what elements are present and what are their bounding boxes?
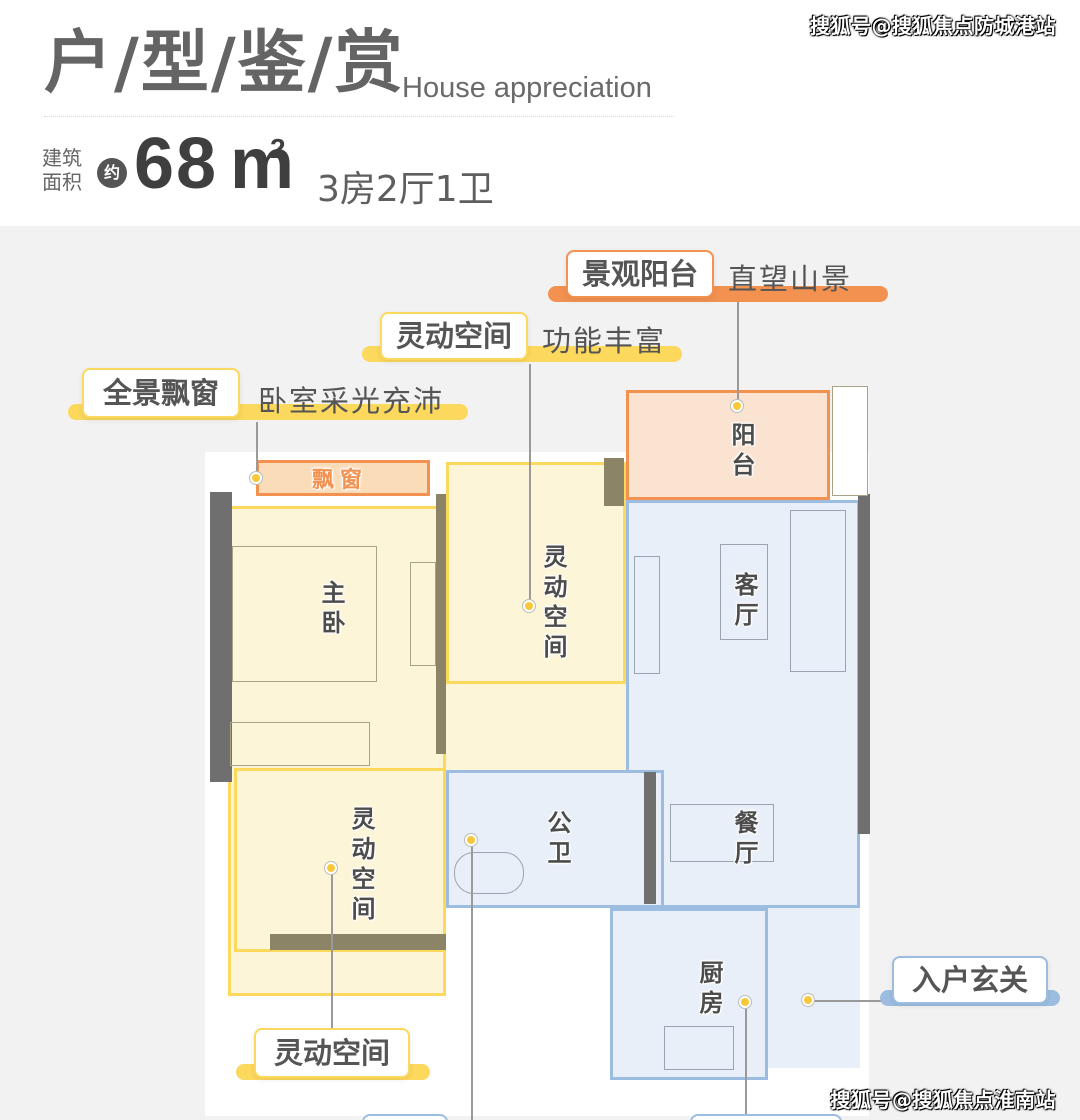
header: 户/型/鉴/赏 House appreciation 建筑 面积 约 68 m … [0, 0, 1080, 226]
room-label-dining-room: 餐厅 [730, 810, 758, 870]
marker-dot-bathroom [465, 834, 477, 846]
room-label-bathroom: 公卫 [543, 810, 571, 870]
room-label-living-room: 客厅 [730, 572, 758, 632]
room-corridor [446, 684, 626, 770]
leader-line [471, 840, 473, 1120]
area-label-line2: 面积 [42, 170, 82, 194]
wall [210, 492, 232, 782]
tv-cabinet [410, 562, 436, 666]
watermark-bottom: 搜狐号@搜狐焦点淮南站 [830, 1088, 1056, 1112]
wall [436, 494, 446, 754]
callout-title: 入户玄关 [892, 956, 1048, 1004]
room-label-balcony: 阳台 [727, 422, 755, 482]
callout-bathroom-partial [362, 1114, 448, 1120]
wall [604, 458, 624, 506]
leader-line [331, 868, 333, 1030]
marker-dot-entrance [802, 994, 814, 1006]
callout-title: 全景飘窗 [82, 368, 240, 418]
marker-dot-kitchen [739, 996, 751, 1008]
callout-title: 景观阳台 [566, 250, 714, 298]
page-subtitle: House appreciation [402, 72, 652, 104]
room-label-flex-upper: 灵动空间 [539, 544, 567, 664]
callout-desc: 功能丰富 [542, 324, 667, 358]
wardrobe [230, 722, 370, 766]
marker-dot-balcony [731, 400, 743, 412]
layout-summary: 3房2厅1卫 [317, 169, 494, 210]
leader-line [745, 1002, 747, 1120]
callout-title: 灵动空间 [380, 312, 528, 360]
callout-title: 灵动空间 [254, 1028, 410, 1078]
coffee-table [720, 544, 768, 640]
callout-balcony: 景观阳台 直望山景 [548, 250, 888, 306]
tv-stand [634, 556, 660, 674]
callout-bay-window: 全景飘窗 卧室采光充沛 [68, 368, 468, 424]
room-bathroom [446, 770, 664, 908]
room-label-bay-window: 飘窗 [312, 468, 369, 493]
marker-dot-bay-window [250, 472, 262, 484]
page-title: 户/型/鉴/赏 [44, 24, 405, 103]
stove [664, 1026, 734, 1070]
sofa [790, 510, 846, 672]
room-label-flex-lower: 灵动空间 [347, 806, 375, 926]
room-kitchen [610, 908, 768, 1080]
callout-kitchen-partial [690, 1114, 842, 1120]
wall [858, 494, 870, 834]
wall [644, 772, 656, 904]
area-value: 68 [134, 124, 219, 204]
area-label-line1: 建筑 [42, 146, 82, 170]
floor-plan: 飘窗 主卧 灵动空间 灵动空间 阳台 客厅 餐厅 公卫 厨房 景观阳台 直望山景… [0, 226, 1080, 1120]
dining-table [670, 804, 774, 862]
room-flex-lower [234, 768, 446, 952]
area-unit-superscript: 2 [270, 133, 286, 164]
callout-entrance: 入户玄关 [880, 956, 1060, 1012]
callout-desc: 直望山景 [728, 262, 853, 296]
approx-badge: 约 [97, 158, 127, 188]
leader-line [812, 1000, 892, 1002]
room-label-master-bedroom: 主卧 [317, 580, 345, 640]
leader-line [256, 422, 258, 478]
bed [232, 546, 377, 682]
area-unit: m [230, 124, 295, 204]
leader-line [737, 302, 739, 406]
room-entrance [768, 908, 860, 1068]
marker-dot-flex-upper [523, 600, 535, 612]
marker-dot-flex-lower [325, 862, 337, 874]
leader-line [529, 364, 531, 604]
washbasin [454, 852, 524, 894]
callout-flex-top: 灵动空间 功能丰富 [362, 312, 682, 368]
callout-flex-bottom: 灵动空间 [236, 1026, 430, 1086]
area-label: 建筑 面积 [42, 146, 92, 194]
side-window [832, 386, 868, 496]
room-label-kitchen: 厨房 [695, 960, 723, 1020]
wall [270, 934, 446, 950]
room-flex-upper [446, 462, 626, 684]
divider [44, 116, 674, 117]
watermark-top: 搜狐号@搜狐焦点防城港站 [810, 14, 1056, 38]
room-balcony [626, 390, 830, 500]
room-bay-window [256, 460, 430, 496]
callout-desc: 卧室采光充沛 [258, 384, 445, 418]
